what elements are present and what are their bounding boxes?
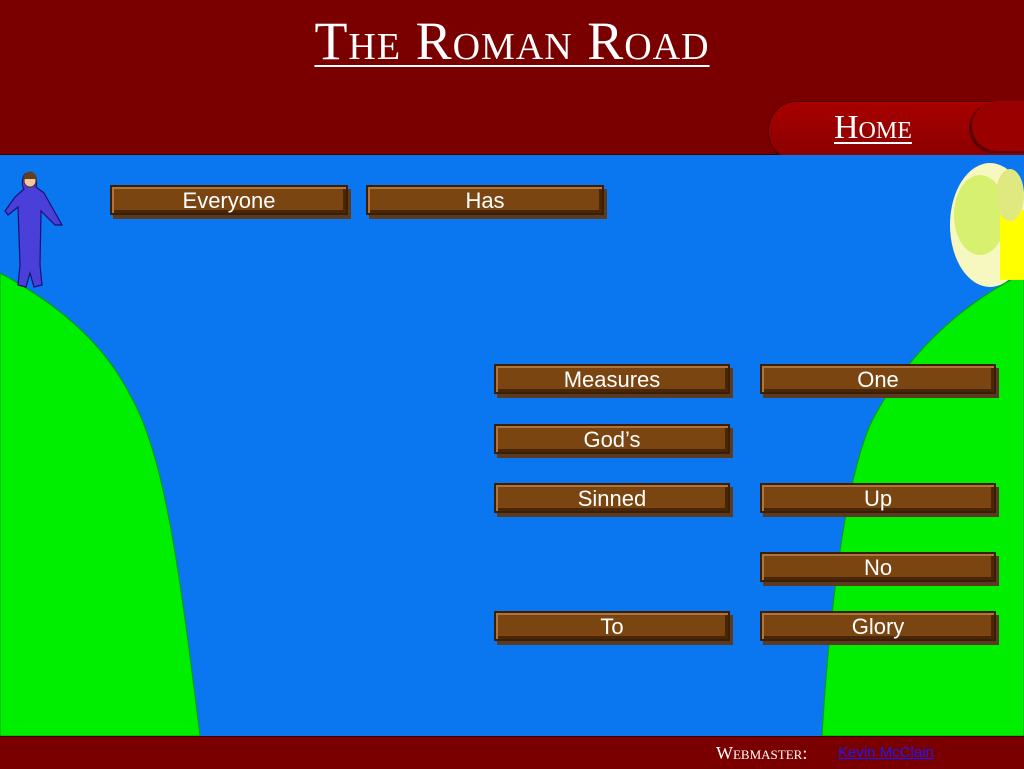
footer-bar: Webmaster: Kevin McClain	[0, 736, 1024, 769]
word-button-everyone[interactable]: Everyone	[110, 185, 348, 215]
word-button-measures[interactable]: Measures	[494, 364, 730, 394]
home-link[interactable]: Home	[834, 109, 912, 146]
webmaster-link[interactable]: Kevin McClain	[838, 744, 934, 761]
word-button-no[interactable]: No	[760, 552, 996, 582]
page-title: The Roman Road	[314, 11, 710, 71]
word-button-glory[interactable]: Glory	[760, 611, 996, 641]
jesus-figure-icon	[4, 171, 64, 288]
left-cliff	[0, 272, 201, 736]
word-button-gods[interactable]: God’s	[494, 424, 730, 454]
word-button-sinned[interactable]: Sinned	[494, 483, 730, 513]
word-button-up[interactable]: Up	[760, 483, 996, 513]
word-button-has[interactable]: Has	[366, 185, 604, 215]
tree-icon	[950, 163, 1024, 287]
word-button-one[interactable]: One	[760, 364, 996, 394]
header-bar: The Roman Road Home	[0, 0, 1024, 161]
word-button-to[interactable]: To	[494, 611, 730, 641]
home-tab-cap	[972, 101, 1024, 151]
webmaster-label: Webmaster:	[716, 743, 808, 763]
scene-area: Everyone Has Measures One God’s Sinned U…	[0, 155, 1024, 736]
